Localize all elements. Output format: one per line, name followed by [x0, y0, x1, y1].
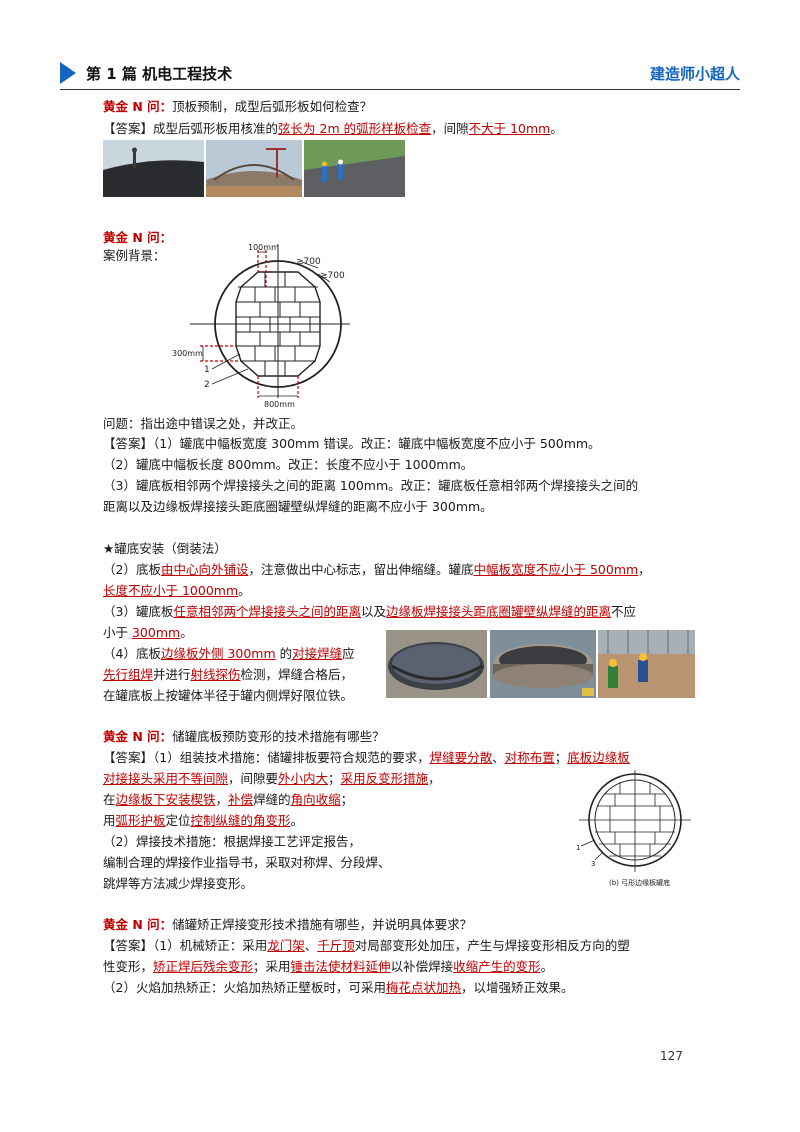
q4-line-7: 跳焊等方法减少焊接变形。 [103, 876, 254, 891]
fig-label-1: 1 [576, 844, 580, 852]
q4-question: 储罐底板预防变形的技术措施有哪些？ [172, 729, 385, 744]
s3-line-5: （4）底板边缘板外侧 300mm 的对接焊缝应 [103, 646, 355, 661]
tank-bottom-photo-1 [386, 630, 487, 698]
q5-line-2: 性变形，矫正焊后残余变形；采用锤击法使材料延伸以补偿焊接收缩产生的变形。 [103, 959, 554, 974]
roof-plate-photo-3 [304, 140, 405, 197]
q4-line-6: 编制合理的焊接作业指导书，采取对称焊、分段焊、 [103, 855, 391, 870]
label-2: 2 [204, 380, 210, 390]
q1-line: 黄金 N 问：顶板预制，成型后弧形板如何检查？ [103, 97, 372, 117]
s3-line-1: （2）底板由中心向外铺设，注意做出中心标志，留出伸缩缝。罐底中幅板宽度不应小于 … [103, 562, 651, 577]
q1-answer: 【答案】成型后弧形板用核准的弦长为 2m 的弧形样板检查，间隙不大于 10mm。 [103, 121, 563, 136]
label-100mm: 100mm [248, 243, 279, 252]
label-800mm: 800mm [264, 400, 295, 409]
brand-name: 建造师小超人 [649, 65, 740, 83]
q4-line-1: 【答案】（1）组装技术措施：储罐排板要符合规范的要求，焊缝要分散、对称布置；底板… [103, 750, 630, 765]
q2-answer-3b: 距离以及边缘板焊接接头距底圈罐壁纵焊缝的距离不应小于 300mm。 [103, 499, 493, 514]
welders-photo [598, 630, 695, 698]
q4-line: 黄金 N 问：储罐底板预防变形的技术措施有哪些？ [103, 727, 385, 747]
tank-bottom-diagram: 100mm ≥700 ≥700 300mm 1 2 800mm [170, 238, 360, 410]
q5-line-1: 【答案】（1）机械矫正：采用龙门架、千斤顶对局部变形处加压，产生与焊接变形相反方… [103, 938, 630, 953]
label-300mm: 300mm [172, 349, 203, 358]
s3-line-7: 在罐底板上按罐体半径于罐内侧焊好限位铁。 [103, 688, 354, 703]
s3-line-4: 小于 300mm。 [103, 625, 193, 640]
page-number: 127 [660, 1049, 683, 1063]
q5-title: 黄金 N 问： [103, 917, 173, 932]
s3-line-2: 长度不应小于 1000mm。 [103, 583, 251, 598]
q5-question: 储罐矫正焊接变形技术措施有哪些，并说明具体要求？ [172, 917, 473, 932]
q2-title: 黄金 N 问： [103, 230, 173, 245]
arched-edge-plate-diagram: 1 3 (b) 弓形边缘板罐底 [575, 768, 695, 890]
q4-title: 黄金 N 问： [103, 729, 173, 744]
q4-line-5: （2）焊接技术措施：根据焊接工艺评定报告， [103, 834, 361, 849]
header-divider [60, 89, 740, 90]
tank-bottom-photo-2 [490, 630, 596, 698]
q1-title: 黄金 N 问： [103, 99, 173, 114]
label-1: 1 [204, 365, 210, 375]
q2-answer-3: （3）罐底板相邻两个焊接接头之间的距离 100mm。改正：罐底板任意相邻两个焊接… [103, 478, 639, 493]
triangle-marker-icon [60, 62, 76, 84]
q2-problem: 问题：指出途中错误之处，并改正。 [103, 416, 304, 431]
q2-background-label: 案例背景： [103, 248, 166, 263]
q4-line-4: 用弧形护板定位控制纵缝的角变形。 [103, 813, 304, 828]
label-ge700-2: ≥700 [320, 271, 345, 281]
page-header: 第 1 篇 机电工程技术 建造师小超人 [60, 58, 740, 88]
q2-answer-1: 【答案】（1）罐底中幅板宽度 300mm 错误。改正：罐底中幅板宽度不应小于 5… [103, 436, 601, 451]
fig-caption: (b) 弓形边缘板罐底 [609, 878, 670, 887]
roof-plate-photo-1 [103, 140, 204, 197]
chapter-title: 第 1 篇 机电工程技术 [86, 65, 233, 83]
q4-line-3: 在边缘板下安装楔铁，补偿焊缝的角向收缩； [103, 792, 354, 807]
q1-question: 顶板预制，成型后弧形板如何检查？ [172, 99, 373, 114]
roof-plate-photo-2 [206, 140, 302, 197]
q5-line-3: （2）火焰加热矫正：火焰加热矫正壁板时，可采用梅花点状加热，以增强矫正效果。 [103, 980, 574, 995]
q2-answer-2: （2）罐底中幅板长度 800mm。改正：长度不应小于 1000mm。 [103, 457, 474, 472]
s3-line-6: 先行组焊并进行射线探伤检测，焊缝合格后， [103, 667, 354, 682]
q4-line-2: 对接接头采用不等间隙，间隙要外小内大；采用反变形措施， [103, 771, 441, 786]
s3-line-3: （3）罐底板任意相邻两个焊接接头之间的距离以及边缘板焊接接头距底圈罐壁纵焊缝的距… [103, 604, 637, 619]
label-ge700-1: ≥700 [296, 257, 321, 267]
section-title: ★罐底安装（倒装法） [103, 541, 227, 556]
q2-title-line: 黄金 N 问： [103, 228, 172, 248]
fig-label-3: 3 [591, 860, 595, 868]
q5-line: 黄金 N 问：储罐矫正焊接变形技术措施有哪些，并说明具体要求？ [103, 915, 472, 935]
